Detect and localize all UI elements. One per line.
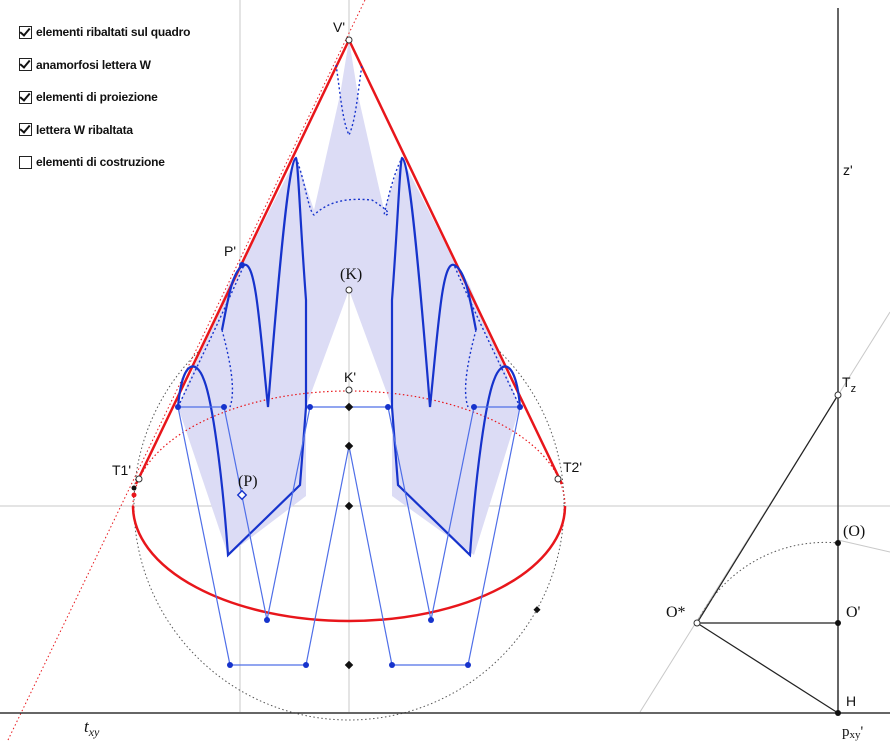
layer-checkbox-panel: elementi ribaltati sul quadro anamorfosi… — [19, 16, 239, 179]
label-p-circ: (P) — [238, 473, 258, 490]
checkbox-elementi-costruzione[interactable]: elementi di costruzione — [19, 146, 239, 179]
w-vertex-points — [175, 262, 523, 668]
w-right-dotted — [453, 264, 521, 408]
point-t1-prime — [135, 475, 143, 483]
checkbox-box[interactable] — [19, 123, 32, 137]
label-t-xy: txy — [84, 717, 100, 739]
w-point — [385, 404, 391, 410]
label-k-prime: K' — [344, 369, 356, 385]
anamorphic-hidden-dotted — [177, 64, 521, 408]
checkbox-anamorfosi[interactable]: anamorfosi lettera W — [19, 49, 239, 82]
diamond-point — [533, 606, 541, 614]
w-point — [303, 662, 309, 668]
short-guide — [837, 539, 890, 553]
point-h — [835, 710, 841, 716]
checkbox-label: anamorfosi lettera W — [36, 57, 151, 72]
label-p-prime: P' — [224, 243, 236, 259]
diamond-point — [344, 501, 354, 511]
label-p-xy: pxy' — [842, 724, 864, 741]
point-p-prime — [239, 262, 245, 268]
diamond-point — [344, 660, 354, 670]
label-v-prime: V' — [333, 19, 345, 35]
label-o-prime: O' — [846, 604, 861, 621]
cone-right-generatrix — [347, 39, 564, 485]
w-point — [389, 662, 395, 668]
point-tz — [834, 391, 842, 399]
w-point — [264, 617, 270, 623]
checkbox-elementi-proiezione[interactable]: elementi di proiezione — [19, 81, 239, 114]
w-top-dotted-arc — [295, 157, 403, 216]
point-v-prime — [345, 36, 353, 44]
o-star-to-h — [696, 622, 839, 714]
w-point — [428, 617, 434, 623]
cone-base-back-arc — [132, 390, 566, 507]
open-points — [135, 36, 562, 483]
w-point — [221, 404, 227, 410]
cone-left-generatrix — [134, 39, 351, 485]
diamond-point — [344, 441, 354, 451]
labels: V' P' (K) K' T1' T2' (P) z' Tz (O) O* O'… — [84, 19, 865, 741]
checkbox-label: elementi ribaltati sul quadro — [36, 25, 191, 40]
checkbox-box[interactable] — [19, 25, 32, 39]
anamorphic-w-fill — [178, 40, 520, 555]
label-t1-prime: T1' — [112, 462, 131, 478]
w-point — [517, 404, 523, 410]
point-t2-prime — [554, 475, 562, 483]
point-k-circ — [345, 286, 353, 294]
diamond-point — [344, 402, 354, 412]
cone — [131, 39, 567, 623]
w-point — [175, 404, 181, 410]
cone-base-front-arc — [131, 505, 567, 623]
checkbox-box[interactable] — [19, 90, 32, 104]
label-k-circ: (K) — [340, 266, 362, 283]
checkbox-label: elementi di proiezione — [36, 90, 158, 105]
w-point — [227, 662, 233, 668]
w-point — [471, 404, 477, 410]
label-o-star: O* — [666, 604, 686, 621]
point-o-circ — [835, 540, 841, 546]
w-right-inner-dotted — [464, 329, 477, 408]
checkbox-lettera-w[interactable]: lettera W ribaltata — [19, 114, 239, 147]
checkbox-label: lettera W ribaltata — [36, 122, 133, 137]
w-left-dotted — [177, 264, 245, 408]
axis-diamond-points — [344, 402, 541, 670]
label-z-prime: z' — [843, 162, 853, 178]
label-o-circ: (O) — [843, 523, 865, 540]
label-t2-prime: T2' — [563, 459, 582, 475]
point-p-circ — [236, 489, 248, 501]
point-t1-red — [131, 492, 137, 498]
w-point — [307, 404, 313, 410]
point-t1-dot — [131, 485, 137, 491]
w-left-inner-dotted — [221, 329, 234, 408]
red-dotted-generatrix — [7, 0, 366, 741]
side-construction — [0, 8, 890, 716]
label-h: H — [846, 693, 856, 709]
point-o-prime — [835, 620, 841, 626]
checkbox-elementi-ribaltati[interactable]: elementi ribaltati sul quadro — [19, 16, 239, 49]
w-apex-dotted — [335, 64, 363, 137]
o-star-to-tz — [696, 394, 839, 624]
checkbox-box[interactable] — [19, 155, 32, 169]
checkbox-label: elementi di costruzione — [36, 155, 165, 170]
dotted-arc-o — [696, 541, 839, 624]
point-o-star — [693, 619, 701, 627]
point-k-prime — [345, 386, 353, 394]
w-point — [465, 662, 471, 668]
label-tz: Tz — [842, 374, 856, 395]
checkbox-box[interactable] — [19, 58, 32, 72]
